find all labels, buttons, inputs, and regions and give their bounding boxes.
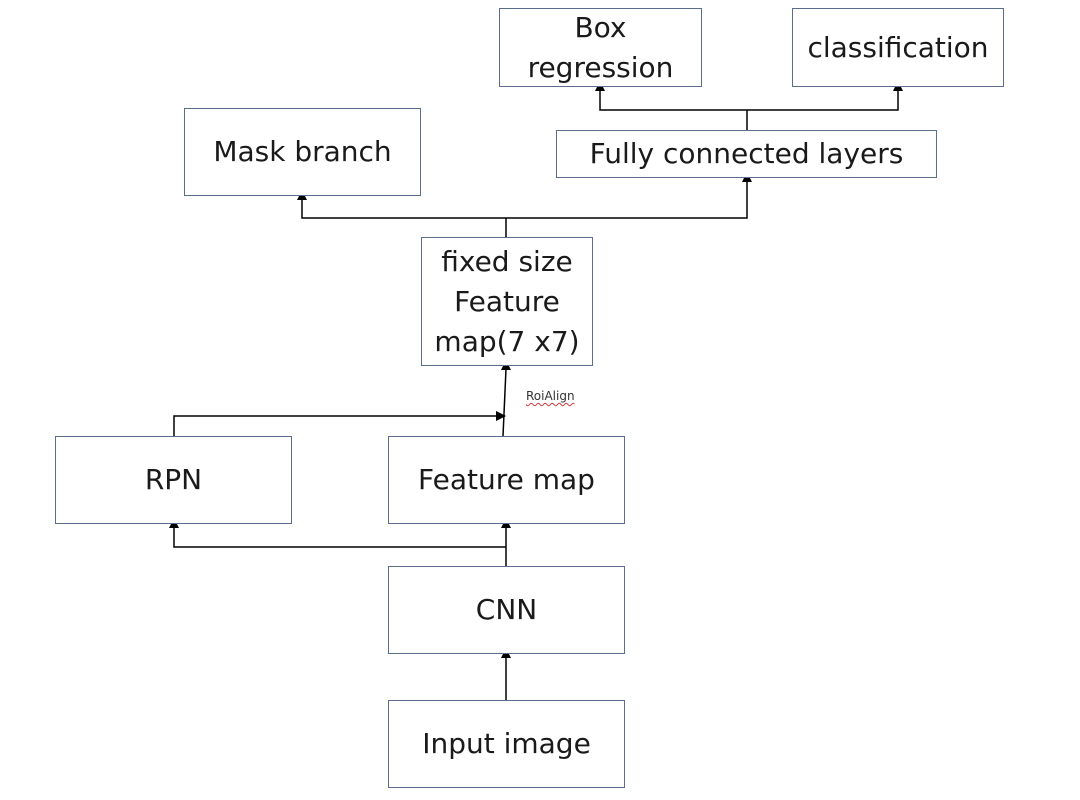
edge-fixed-to-mask-branch	[297, 190, 506, 219]
edge-fc-to-classification	[747, 81, 903, 111]
input-image-node: Input image	[388, 700, 625, 788]
edge-rpn-to-roialign	[173, 411, 506, 436]
box-regression-label: Box regression	[527, 10, 674, 84]
rpn-node: RPN	[55, 436, 292, 524]
mask-branch-label: Mask branch	[213, 135, 392, 168]
mask-branch-node: Mask branch	[184, 108, 421, 196]
cnn-label: CNN	[475, 593, 538, 626]
edge-feature-map-to-fixed	[501, 360, 511, 437]
classification-node: classification	[792, 8, 1004, 87]
input-image-label: Input image	[422, 727, 591, 760]
fully-connected-layers-node: Fully connected layers	[556, 130, 937, 178]
cnn-node: CNN	[388, 566, 625, 654]
roialign-edge-label: RoiAlign	[526, 389, 575, 403]
feature-map-label: Feature map	[418, 463, 595, 496]
edge-cnn-to-rpn	[169, 518, 506, 548]
fixed-size-feature-map-label: fixed size Feature map(7 x7)	[434, 244, 580, 358]
box-regression-node: Box regression	[499, 8, 702, 87]
edge-fc-to-box-regression	[595, 81, 747, 111]
edge-fixed-to-fc-layers	[506, 172, 752, 219]
classification-label: classification	[807, 30, 989, 64]
fully-connected-layers-label: Fully connected layers	[589, 137, 904, 170]
fixed-size-feature-map-node: fixed size Feature map(7 x7)	[421, 237, 593, 366]
feature-map-node: Feature map	[388, 436, 625, 524]
rpn-label: RPN	[144, 463, 203, 496]
